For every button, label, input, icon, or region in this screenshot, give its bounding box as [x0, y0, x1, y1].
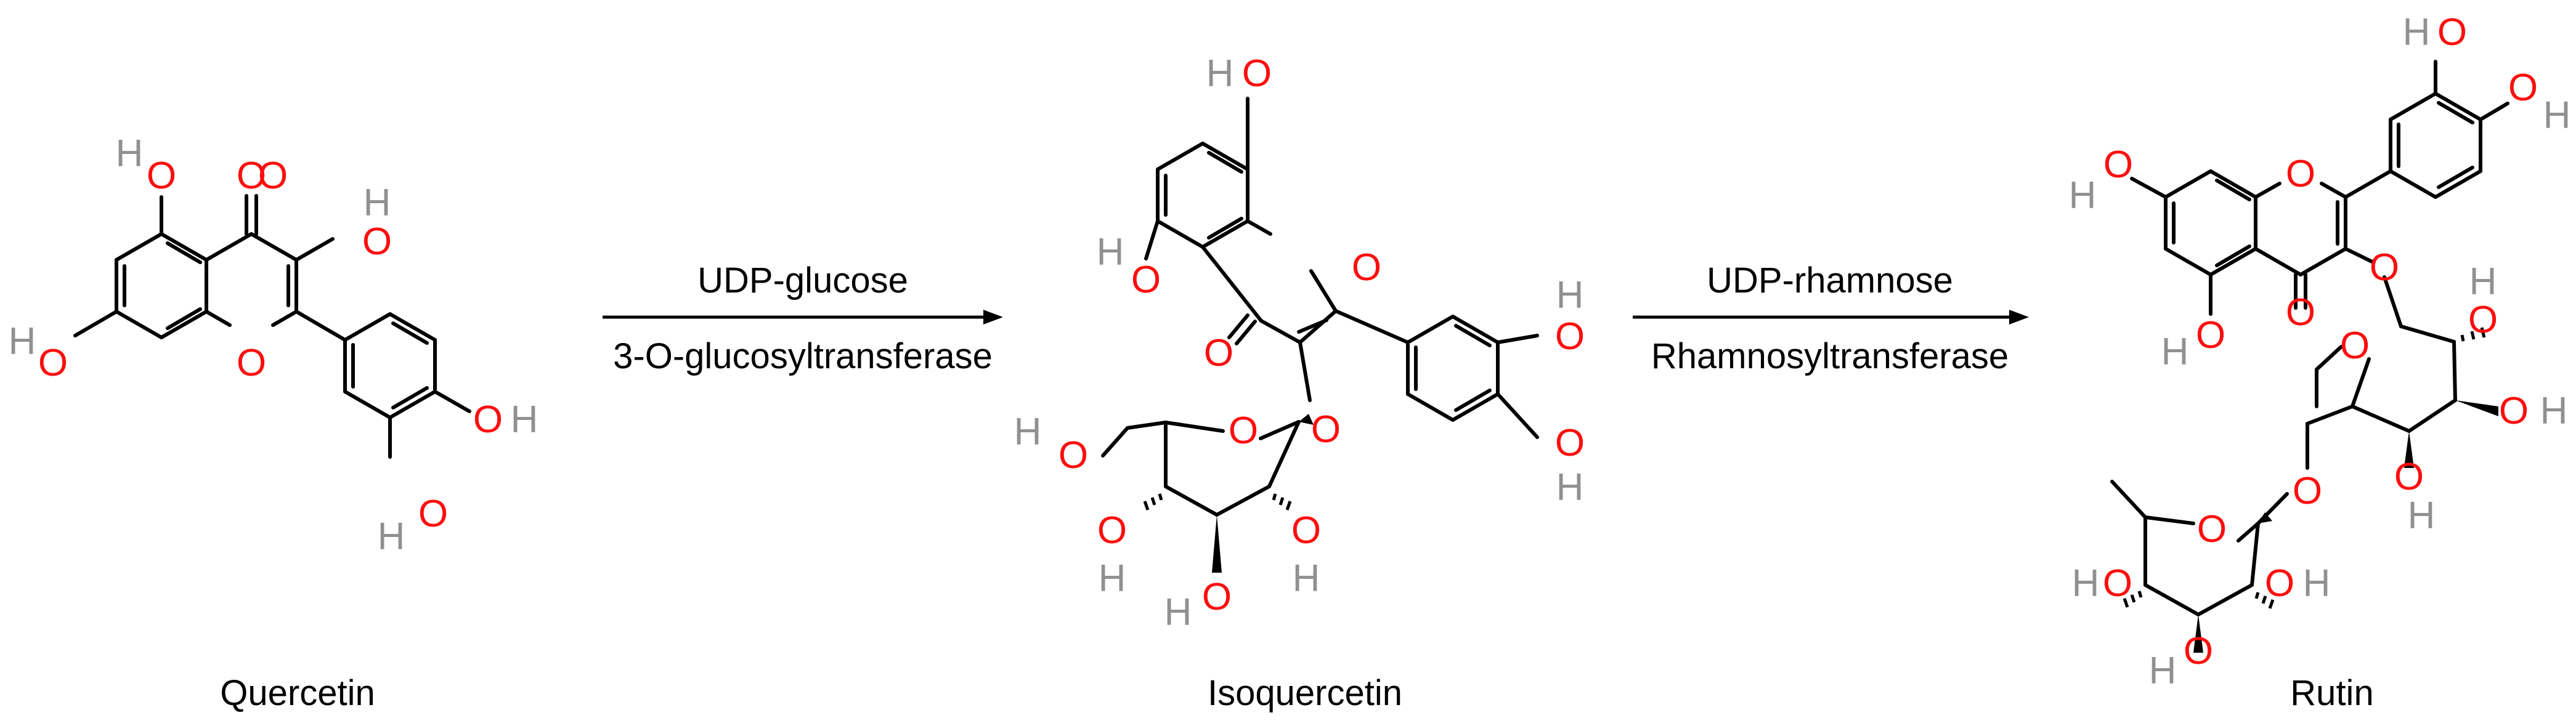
- atom-o: O: [1097, 509, 1127, 552]
- atom-h: H: [2469, 260, 2497, 303]
- hashed-bonds: [2460, 327, 2486, 342]
- hashed-bonds: [2123, 591, 2275, 609]
- atom-o: O: [1291, 509, 1321, 552]
- atom-h: H: [1099, 557, 1126, 600]
- atom-h: H: [1206, 52, 1234, 95]
- atom-h: H: [1293, 557, 1320, 600]
- atom-o: O: [1352, 246, 1381, 289]
- atom-o: O: [2196, 314, 2225, 357]
- atom-o: O: [2286, 153, 2315, 195]
- enzyme-2-label: Rhamnosyltransferase: [1651, 336, 2009, 376]
- atom-o: O: [1242, 52, 1272, 95]
- atom-o: O: [2197, 508, 2227, 551]
- atom-o: O: [2394, 456, 2424, 498]
- atom-o: O: [237, 342, 266, 384]
- atom-o: O: [2293, 470, 2322, 512]
- atom-o: O: [2340, 325, 2370, 367]
- atom-o: O: [1555, 422, 1585, 464]
- atom-o: O: [2103, 562, 2132, 605]
- atom-o: O: [1229, 409, 1258, 452]
- atom-o: O: [1311, 408, 1341, 451]
- atom-h: H: [2540, 390, 2568, 432]
- reaction-arrow-1: UDP-glucose 3-O-glucosyltransferase: [603, 260, 1003, 376]
- atom-h: H: [2149, 650, 2177, 692]
- atom-h: H: [2069, 174, 2097, 217]
- atom-h: H: [1164, 591, 1192, 634]
- atom-h: H: [116, 132, 144, 175]
- atom-o: O: [2468, 299, 2498, 341]
- atom-h: H: [2161, 331, 2189, 373]
- atom-o: O: [147, 155, 176, 197]
- atom-o: O: [2286, 291, 2315, 334]
- atom-h: H: [2408, 494, 2436, 537]
- atom-o: O: [2265, 562, 2294, 605]
- compound-label-rutin: Rutin: [2290, 673, 2373, 713]
- atom-h: H: [364, 182, 391, 224]
- atom-o: O: [237, 155, 266, 197]
- atom-o: O: [1555, 315, 1585, 358]
- atom-o: O: [1204, 332, 1233, 374]
- atom-h: H: [1097, 231, 1124, 273]
- reagent-2-label: UDP-rhamnose: [1707, 260, 1953, 300]
- atom-o: O: [2370, 246, 2399, 289]
- atom-o: O: [362, 220, 392, 263]
- atom-o: O: [1131, 259, 1161, 301]
- hashed-bonds: [1143, 493, 1292, 510]
- atom-h: H: [1014, 411, 1042, 453]
- enzyme-1-label: 3-O-glucosyltransferase: [613, 336, 993, 376]
- atom-o: O: [2499, 390, 2529, 432]
- isoquercetin-structure: H O H O O O O O H O O H H O O H O H H O: [1014, 52, 1585, 634]
- atom-o: O: [1058, 434, 1088, 477]
- compound-label-isoquercetin: Isoquercetin: [1208, 673, 1402, 713]
- atom-o: O: [2437, 11, 2467, 54]
- quercetin-structure: O O H O H O H O O O H H O: [9, 132, 538, 558]
- atom-h: H: [1556, 274, 1584, 317]
- reagent-1-label: UDP-glucose: [697, 260, 908, 300]
- atom-o: O: [2103, 143, 2133, 186]
- atom-o: O: [473, 398, 503, 441]
- atom-h: H: [1556, 466, 1584, 509]
- compound-label-quercetin: Quercetin: [220, 673, 375, 713]
- atom-h: H: [2303, 562, 2331, 605]
- atom-o: O: [418, 493, 448, 535]
- atom-h: H: [9, 320, 36, 363]
- reaction-arrow-2: UDP-rhamnose Rhamnosyltransferase: [1633, 260, 2029, 376]
- atom-o: O: [258, 155, 288, 197]
- atom-o: O: [38, 342, 68, 384]
- atom-o: O: [1202, 576, 1232, 618]
- rutin-structure: H O O H O O H O O O H O H O O H O H O O …: [2069, 11, 2571, 692]
- atom-h: H: [511, 398, 538, 441]
- atom-h: H: [2403, 11, 2431, 54]
- atom-o: O: [2508, 67, 2538, 109]
- atom-h: H: [378, 515, 405, 558]
- atom-h: H: [2543, 94, 2571, 137]
- atom-h: H: [2072, 562, 2100, 605]
- atom-o: O: [2184, 630, 2213, 672]
